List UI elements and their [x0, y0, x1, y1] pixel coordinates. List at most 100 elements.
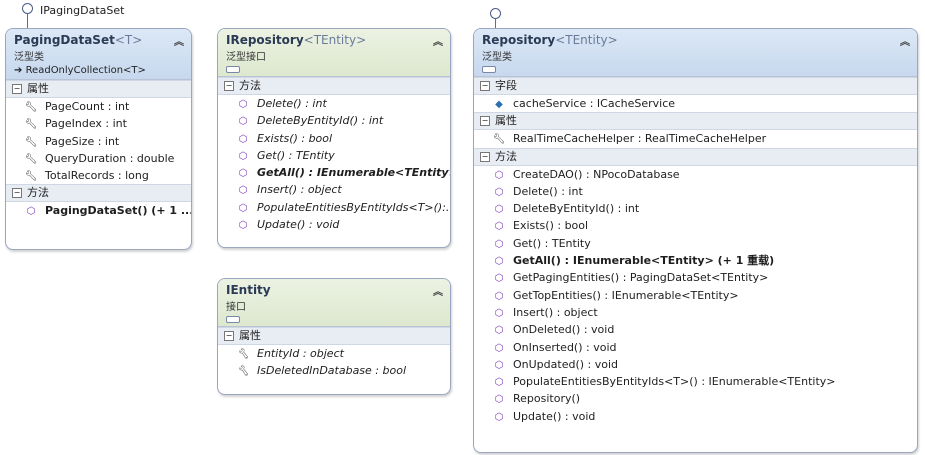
member-row[interactable]: 🔧︎IsDeletedInDatabase : bool — [218, 362, 450, 379]
interface-box-irepository[interactable]: IRepository<TEntity> 泛型接口 ︽ −方法 ⬡Delete(… — [217, 28, 451, 248]
class-header[interactable]: Repository<TEntity> 泛型类 ︽ — [474, 29, 917, 77]
method-cube-icon: ⬡ — [238, 150, 248, 162]
section-methods[interactable]: −方法 — [218, 77, 450, 95]
method-cube-icon: ⬡ — [26, 206, 36, 218]
method-cube-icon: ⬡ — [494, 307, 504, 319]
section-properties[interactable]: −属性 — [474, 112, 917, 131]
member-row[interactable]: ⬡Delete() : int — [218, 95, 450, 112]
section-methods[interactable]: −方法 — [474, 147, 917, 166]
method-cube-icon: ⬡ — [494, 377, 504, 389]
section-methods[interactable]: −方法 — [6, 184, 191, 203]
wrench-property-icon: 🔧︎ — [24, 171, 38, 183]
member-row[interactable]: ⬡Update() : void — [218, 216, 450, 233]
interface-header[interactable]: IRepository<TEntity> 泛型接口 ︽ — [218, 29, 450, 77]
protected-method-icon: ⬡ — [494, 290, 504, 302]
collapse-section-icon[interactable]: − — [12, 84, 22, 94]
interface-label: IPagingDataSet — [40, 4, 125, 17]
member-row[interactable]: ◆cacheService : ICacheService — [474, 95, 917, 112]
collapse-section-icon[interactable]: − — [12, 188, 22, 199]
method-cube-icon: ⬡ — [494, 204, 504, 216]
member-row[interactable]: ⬡Repository() — [474, 390, 917, 407]
class-header[interactable]: PagingDataSet<T> 泛型类 ➔ ReadOnlyCollectio… — [6, 29, 191, 80]
member-row[interactable]: ⬡Insert() : object — [218, 181, 450, 198]
member-row[interactable]: ⬡Get() : TEntity — [474, 235, 917, 252]
member-row[interactable]: ⬡GetTopEntities() : IEnumerable<TEntity> — [474, 287, 917, 304]
member-row[interactable]: 🔧︎PageSize : int — [6, 133, 191, 150]
member-row[interactable]: ⬡GetPagingEntities() : PagingDataSet<TEn… — [474, 269, 917, 286]
toggle-bar-icon[interactable] — [226, 316, 240, 323]
member-row[interactable]: ⬡OnDeleted() : void — [474, 321, 917, 338]
interface-title: IRepository<TEntity> — [226, 33, 367, 47]
wrench-property-icon: 🔧︎ — [24, 136, 38, 148]
method-cube-icon: ⬡ — [238, 99, 248, 110]
interface-header[interactable]: IEntity 接口 ︽ — [218, 279, 450, 327]
method-cube-icon: ⬡ — [494, 394, 504, 406]
member-row[interactable]: ⬡Exists() : bool — [474, 217, 917, 234]
collapse-section-icon[interactable]: − — [480, 81, 490, 91]
double-chevron-up-icon[interactable]: ︽ — [174, 37, 184, 48]
method-cube-icon: ⬡ — [238, 168, 248, 180]
interface-box-ientity[interactable]: IEntity 接口 ︽ −属性 🔧︎EntityId : object 🔧︎I… — [217, 278, 451, 395]
member-row[interactable]: ⬡Exists() : bool — [218, 130, 450, 147]
member-row[interactable]: ⬡PopulateEntitiesByEntityIds<T>() : IEnu… — [474, 373, 917, 390]
double-chevron-up-icon[interactable]: ︽ — [433, 37, 443, 48]
protected-method-icon: ⬡ — [494, 169, 504, 181]
member-row[interactable]: ⬡DeleteByEntityId() : int — [474, 200, 917, 217]
protected-method-icon: ⬡ — [494, 325, 504, 337]
protected-method-icon: ⬡ — [494, 273, 504, 285]
collapse-section-icon[interactable]: − — [224, 81, 234, 91]
class-box-repository[interactable]: Repository<TEntity> 泛型类 ︽ −字段 ◆cacheServ… — [473, 28, 918, 453]
member-row[interactable]: ⬡PagingDataSet() (+ 1 ... — [6, 202, 191, 219]
protected-method-icon: ⬡ — [494, 342, 504, 354]
toggle-bar-icon[interactable] — [226, 66, 240, 73]
class-box-pagingdataset[interactable]: PagingDataSet<T> 泛型类 ➔ ReadOnlyCollectio… — [5, 28, 192, 250]
member-row[interactable]: ⬡Update() : void — [474, 408, 917, 425]
member-row[interactable]: 🔧︎PageCount : int — [6, 98, 191, 115]
double-chevron-up-icon[interactable]: ︽ — [900, 37, 910, 48]
class-title: Repository<TEntity> — [482, 33, 618, 47]
member-row[interactable]: ⬡OnUpdated() : void — [474, 356, 917, 373]
method-cube-icon: ⬡ — [238, 185, 248, 197]
member-row[interactable]: ⬡Delete() : int — [474, 183, 917, 200]
method-cube-icon: ⬡ — [238, 133, 248, 145]
collapse-section-icon[interactable]: − — [480, 151, 490, 162]
method-cube-icon: ⬡ — [494, 256, 504, 268]
method-cube-icon: ⬡ — [494, 411, 504, 423]
member-row[interactable]: ⬡Insert() : object — [474, 304, 917, 321]
member-row[interactable]: ⬡PopulateEntitiesByEntityIds<T>():... — [218, 199, 450, 216]
section-properties[interactable]: −属性 — [218, 327, 450, 345]
inheritance-arrow-icon: ➔ — [14, 65, 26, 76]
member-row[interactable]: 🔧︎EntityId : object — [218, 345, 450, 362]
wrench-property-icon: 🔧︎ — [236, 349, 250, 360]
interface-kind: 接口 — [226, 302, 246, 313]
toggle-bar-icon[interactable] — [482, 66, 496, 73]
member-row[interactable]: 🔧︎PageIndex : int — [6, 115, 191, 132]
collapse-section-icon[interactable]: − — [480, 116, 490, 127]
member-row[interactable]: ⬡DeleteByEntityId() : int — [218, 112, 450, 129]
member-row[interactable]: ⬡CreateDAO() : NPocoDatabase — [474, 166, 917, 183]
class-title: PagingDataSet<T> — [14, 33, 143, 47]
interface-lollipop-repository — [490, 8, 502, 28]
wrench-property-icon: 🔧︎ — [24, 102, 38, 113]
double-chevron-up-icon[interactable]: ︽ — [433, 287, 443, 298]
wrench-property-icon: 🔧︎ — [236, 366, 250, 378]
member-row[interactable]: ⬡Get() : TEntity — [218, 147, 450, 164]
section-fields[interactable]: −字段 — [474, 77, 917, 95]
wrench-property-icon: 🔧︎ — [24, 153, 38, 165]
method-cube-icon: ⬡ — [238, 202, 248, 214]
collapse-section-icon[interactable]: − — [224, 331, 234, 341]
method-cube-icon: ⬡ — [494, 186, 504, 198]
member-row[interactable]: ⬡GetAll() : IEnumerable<TEntity> (+ 1 重载… — [474, 252, 917, 269]
interface-kind: 泛型接口 — [226, 52, 266, 63]
section-properties[interactable]: −属性 — [6, 80, 191, 98]
member-row[interactable]: 🔧︎TotalRecords : long — [6, 167, 191, 184]
interface-title: IEntity — [226, 283, 271, 297]
member-row[interactable]: 🔧︎QueryDuration : double — [6, 150, 191, 167]
class-kind: 泛型类 — [482, 52, 512, 63]
member-row[interactable]: ⬡OnInserted() : void — [474, 339, 917, 356]
interface-ring-icon — [22, 3, 33, 14]
member-row[interactable]: ⬡GetAll() : IEnumerable<TEntity> (... — [218, 164, 450, 181]
class-kind: 泛型类 — [14, 52, 44, 63]
method-cube-icon: ⬡ — [238, 220, 248, 232]
member-row[interactable]: 🔧︎RealTimeCacheHelper : RealTimeCacheHel… — [474, 130, 917, 147]
